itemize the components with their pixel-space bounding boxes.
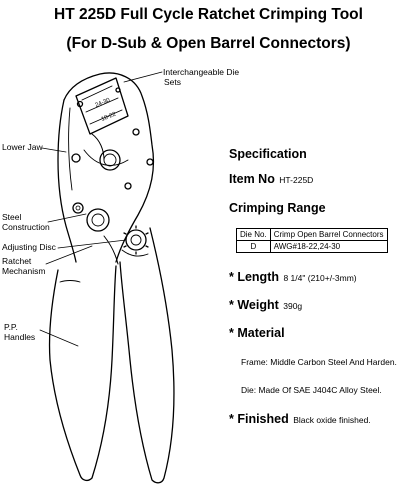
left-handle-outline: [48, 265, 117, 482]
item-no-row: Item No HT-225D: [229, 170, 313, 188]
page-title: HT 225D Full Cycle Ratchet Crimping Tool: [54, 6, 363, 23]
spec-heading: Specification: [229, 147, 307, 161]
main-pivot: [99, 149, 121, 171]
finished-row: * Finished Black oxide finished.: [229, 410, 371, 428]
die-marking-2: 18-22: [101, 111, 118, 123]
length-label: * Length: [229, 270, 279, 284]
handles-leader: [39, 329, 79, 347]
table-header-row: Die No. Crimp Open Barrel Connectors: [236, 228, 388, 241]
lower-pivot: [86, 208, 110, 232]
material-die: Die: Made Of SAE J404C Alloy Steel.: [241, 385, 382, 395]
crimping-range-table: Die No. Crimp Open Barrel Connectors D A…: [236, 228, 388, 253]
table-header-cell: Crimp Open Barrel Connectors: [269, 228, 388, 241]
material-frame: Frame: Middle Carbon Steel And Harden.: [241, 357, 397, 367]
ratchet-leader: [45, 245, 93, 265]
table-row: D AWG#18-22,24-30: [236, 240, 388, 253]
length-value: 8 1/4" (210+/-3mm): [283, 273, 357, 283]
callout-adjusting-disc: Adjusting Disc: [2, 242, 56, 252]
right-handle-outline: [119, 227, 175, 484]
callout-pp-handles: P.P.Handles: [4, 322, 36, 342]
tool-head-outline: [63, 72, 155, 263]
steel-leader: [47, 213, 87, 223]
die-block-outline: [75, 77, 129, 135]
table-cell: AWG#18-22,24-30: [269, 240, 388, 253]
lower-jaw-leader: [41, 147, 67, 153]
page-subtitle: (For D-Sub & Open Barrel Connectors): [66, 35, 351, 52]
weight-label: * Weight: [229, 298, 279, 312]
finished-label: * Finished: [229, 412, 289, 426]
material-label: * Material: [229, 326, 285, 340]
adjusting-disc-gear: [123, 225, 149, 255]
table-cell: D: [236, 240, 271, 253]
crimping-range-heading: Crimping Range: [229, 201, 326, 215]
callout-lower-jaw: Lower Jaw: [2, 142, 43, 152]
table-header-cell: Die No.: [236, 228, 271, 241]
die-marking-1: 24-30: [95, 97, 112, 109]
item-no-value: HT-225D: [279, 175, 314, 185]
weight-row: * Weight 390g: [229, 296, 302, 314]
weight-value: 390g: [283, 301, 303, 311]
lower-jaw-outline: [57, 99, 77, 263]
item-no-label: Item No: [229, 172, 275, 186]
die-sets-leader: [123, 71, 163, 83]
finished-value: Black oxide finished.: [293, 415, 371, 425]
adjusting-disc-leader: [57, 239, 127, 249]
length-row: * Length 8 1/4" (210+/-3mm): [229, 268, 357, 286]
